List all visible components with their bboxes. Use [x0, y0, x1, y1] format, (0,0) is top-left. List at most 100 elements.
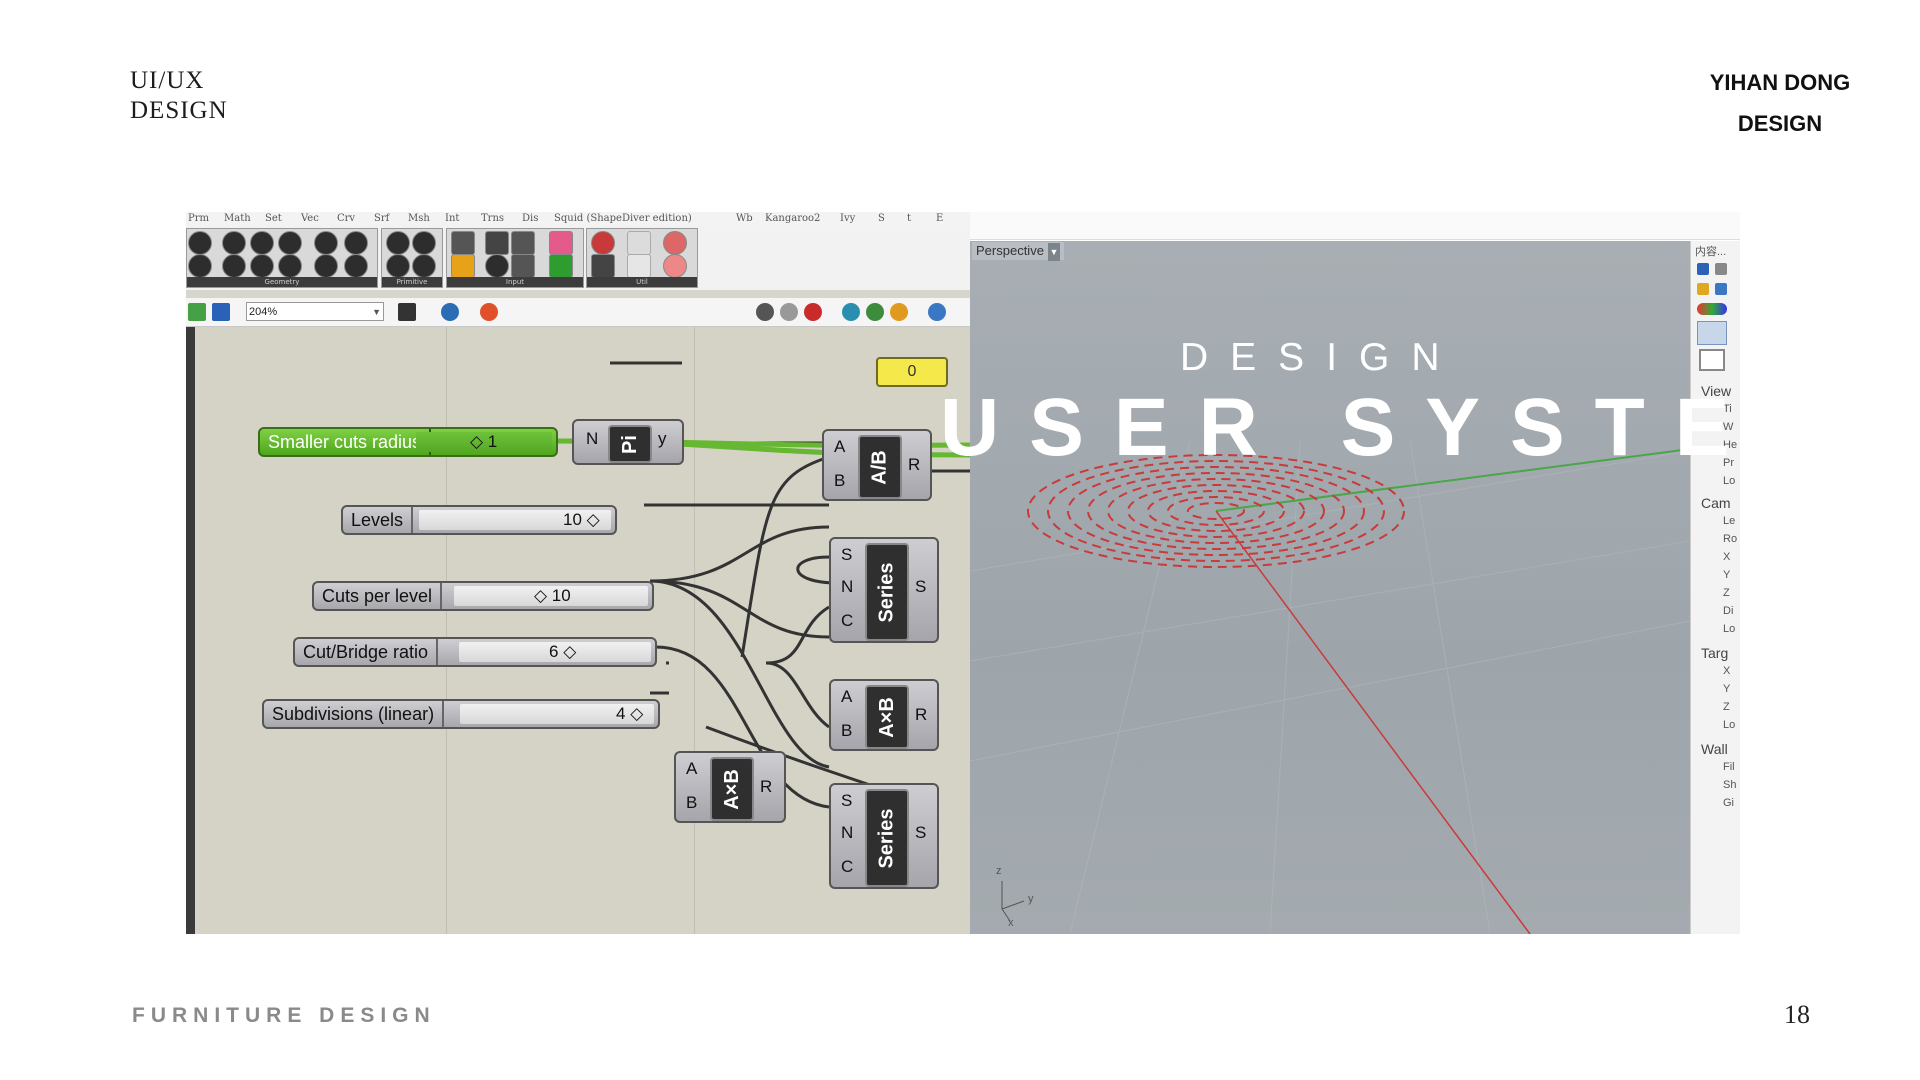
slider-track[interactable] — [460, 704, 654, 724]
param-icon[interactable] — [278, 231, 302, 255]
menu-tab[interactable]: Math — [224, 213, 251, 224]
open-file-icon[interactable] — [188, 303, 206, 321]
param-icon[interactable] — [188, 231, 212, 255]
param-icon[interactable] — [386, 254, 410, 278]
param-icon[interactable] — [344, 231, 368, 255]
division-input-b: B — [834, 471, 846, 490]
param-icon[interactable] — [386, 231, 410, 255]
output-panel[interactable]: 0 — [876, 357, 948, 387]
zoom-field[interactable]: 204% ▼ — [246, 302, 384, 321]
display-icon[interactable] — [890, 303, 908, 321]
param-icon[interactable] — [344, 254, 368, 278]
object-icon[interactable] — [1697, 263, 1709, 275]
input-icon[interactable] — [549, 231, 573, 255]
menu-tab[interactable]: Wb — [736, 213, 753, 224]
color-circles-icon[interactable] — [1697, 303, 1727, 315]
grasshopper-ribbon: Geometry Primitive Input — [186, 226, 970, 290]
input-icon[interactable] — [451, 231, 475, 255]
param-icon[interactable] — [278, 254, 302, 278]
series-core-label: Series — [875, 807, 898, 869]
multiplication-component-2[interactable]: A B A×B R — [674, 751, 786, 823]
menu-tab[interactable]: Set — [265, 213, 282, 224]
param-icon[interactable] — [412, 231, 436, 255]
display-icon[interactable] — [866, 303, 884, 321]
multiplication-component-1[interactable]: A B A×B R — [829, 679, 939, 751]
menu-tab[interactable]: Kangaroo2 — [765, 213, 821, 224]
flask-icon[interactable] — [663, 254, 687, 278]
perspective-viewport[interactable]: Perspective▼ — [970, 241, 1690, 934]
slider-track[interactable] — [416, 432, 552, 452]
save-icon[interactable] — [212, 303, 230, 321]
mult-core-label: A×B — [875, 696, 898, 738]
param-icon[interactable] — [188, 254, 212, 278]
slider-cut-bridge-ratio[interactable]: Cut/Bridge ratio 6 ◇ — [293, 637, 657, 667]
input-icon[interactable] — [451, 254, 475, 278]
slider-cuts-per-level[interactable]: Cuts per level ◇ 10 — [312, 581, 654, 611]
series-input-s: S — [841, 545, 853, 564]
slider-track[interactable] — [459, 642, 651, 662]
chevron-down-icon[interactable]: ▼ — [372, 307, 381, 317]
chevron-down-icon[interactable]: ▼ — [1047, 243, 1060, 261]
menu-tab[interactable]: Vec — [301, 213, 319, 224]
param-icon[interactable] — [314, 254, 338, 278]
menu-tab[interactable]: Srf — [374, 213, 390, 224]
slider-subdivisions-linear[interactable]: Subdivisions (linear) 4 ◇ — [262, 699, 660, 729]
input-icon[interactable] — [511, 254, 535, 278]
util-icon[interactable] — [591, 254, 615, 278]
menu-tab[interactable]: E — [936, 213, 944, 224]
zoom-extents-icon[interactable] — [398, 303, 416, 321]
menu-tab[interactable]: Crv — [337, 213, 356, 224]
param-icon[interactable] — [250, 231, 274, 255]
input-icon[interactable] — [549, 254, 573, 278]
preview-icon[interactable] — [804, 303, 822, 321]
frame-icon[interactable] — [1699, 349, 1725, 371]
menu-tab[interactable]: Ivy — [840, 213, 856, 224]
globe-icon[interactable] — [928, 303, 946, 321]
menu-tab[interactable]: S — [878, 213, 885, 224]
brush-icon[interactable] — [480, 303, 498, 321]
cherry-icon[interactable] — [591, 231, 615, 255]
arrow-right-outline-icon[interactable] — [627, 254, 651, 278]
menu-tab[interactable]: Prm — [188, 213, 209, 224]
slider-smaller-cuts-radius[interactable]: Smaller cuts radius ◇ 1 — [258, 427, 558, 457]
menu-tab[interactable]: Trns — [481, 213, 505, 224]
pi-component[interactable]: N Pi y — [572, 419, 684, 465]
panel-tab-label[interactable]: 内容... — [1695, 246, 1727, 258]
param-icon[interactable] — [222, 231, 246, 255]
mult-output: R — [915, 705, 928, 724]
menu-tab[interactable]: Dis — [522, 213, 539, 224]
grasshopper-canvas[interactable]: 0 N Pi y A B A/B R S N C Series S — [186, 327, 970, 934]
slider-track[interactable] — [454, 586, 648, 606]
camera-icon[interactable] — [1697, 321, 1727, 345]
property-label: Sh — [1723, 779, 1737, 791]
slider-levels[interactable]: Levels 10 ◇ — [341, 505, 617, 535]
param-icon[interactable] — [314, 231, 338, 255]
input-icon[interactable] — [485, 254, 509, 278]
axis-x-label: x — [1008, 917, 1014, 929]
menu-tab[interactable]: Msh — [408, 213, 430, 224]
menu-tab[interactable]: t — [907, 213, 912, 224]
input-icon[interactable] — [485, 231, 509, 255]
menu-tab[interactable]: Int — [445, 213, 460, 224]
preview-icon[interactable] — [756, 303, 774, 321]
division-component[interactable]: A B A/B R — [822, 429, 932, 501]
viewport-label[interactable]: Perspective▼ — [972, 242, 1064, 261]
util-icon[interactable] — [663, 231, 687, 255]
param-icon[interactable] — [222, 254, 246, 278]
arrow-right-icon[interactable] — [627, 231, 651, 255]
slider-label: Levels — [343, 507, 414, 533]
param-icon[interactable] — [250, 254, 274, 278]
layer-icon[interactable] — [1715, 263, 1727, 275]
slider-track[interactable] — [419, 510, 611, 530]
series-component-2[interactable]: S N C Series S — [829, 783, 939, 889]
preview-icon[interactable] — [780, 303, 798, 321]
display-icon[interactable] — [842, 303, 860, 321]
image-icon[interactable] — [1715, 283, 1727, 295]
eye-icon[interactable] — [441, 303, 459, 321]
input-icon[interactable] — [511, 231, 535, 255]
menu-tab[interactable]: Squid (ShapeDiver edition) — [554, 213, 692, 224]
param-icon[interactable] — [412, 254, 436, 278]
folder-icon[interactable] — [1697, 283, 1709, 295]
series-component-1[interactable]: S N C Series S — [829, 537, 939, 643]
slider-value: 10 ◇ — [563, 510, 600, 529]
